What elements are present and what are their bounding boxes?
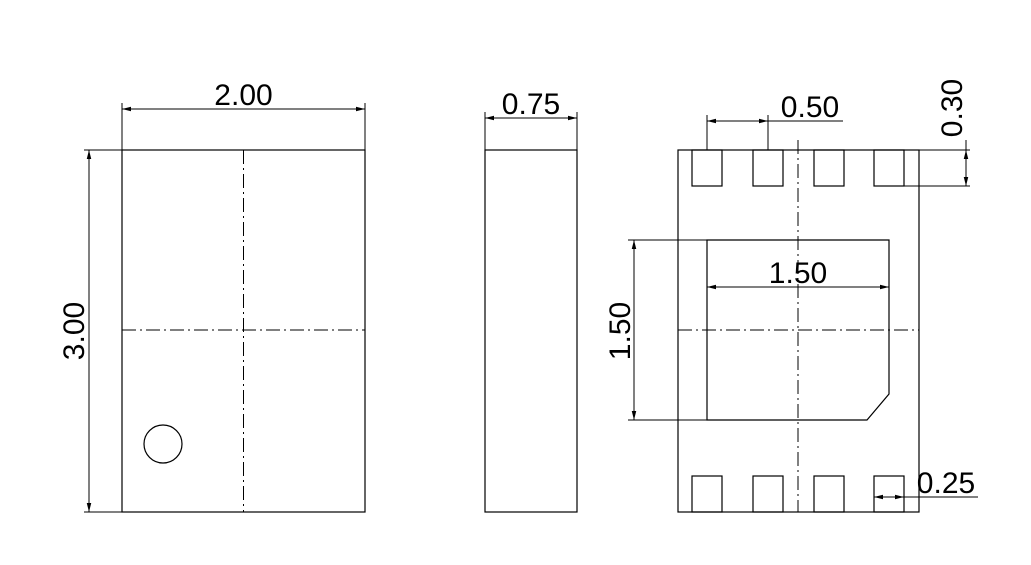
pad-top-4 [873, 149, 905, 187]
pad-bottom-4 [873, 475, 905, 513]
top-width-label: 2.00 [214, 79, 272, 112]
epad-width-label: 1.50 [769, 257, 827, 290]
exposed-pad [706, 239, 890, 421]
side-view-body [484, 149, 578, 513]
pad-width-label: 0.25 [917, 467, 975, 500]
pad-top-1 [691, 149, 723, 187]
epad-height-label: 1.50 [604, 302, 637, 360]
top-view: 2.00 3.00 [58, 79, 366, 513]
pin1-marker [143, 424, 183, 464]
side-thickness-label: 0.75 [502, 88, 560, 121]
pad-length-label: 0.30 [936, 79, 969, 137]
pad-top-3 [813, 149, 845, 187]
pad-top-2 [752, 149, 784, 187]
pad-bottom-3 [813, 475, 845, 513]
top-height-label: 3.00 [58, 302, 91, 360]
side-view: 0.75 [484, 88, 578, 513]
pad-bottom-1 [691, 475, 723, 513]
pad-bottom-2 [752, 475, 784, 513]
pitch-label: 0.50 [781, 91, 839, 124]
bottom-view: 0.50 0.30 1.50 1.50 0.25 [604, 79, 978, 513]
